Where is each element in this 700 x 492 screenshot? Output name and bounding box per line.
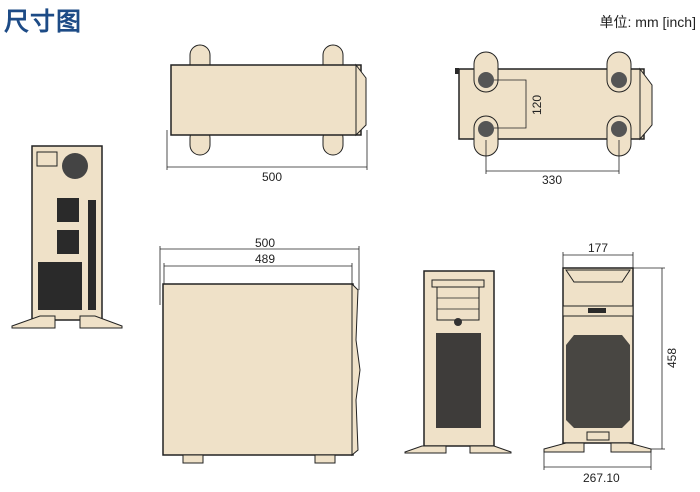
top-length-label: 500 xyxy=(262,170,282,184)
bottom-depth-label: 120 xyxy=(530,95,544,115)
rear-view xyxy=(11,145,123,329)
unit-label: 单位: mm [inch] xyxy=(599,14,696,30)
bottom-view: 120 330 xyxy=(455,51,653,187)
front-bezel-view: 177 458 267.10 xyxy=(543,241,679,485)
front-height-label: 458 xyxy=(665,348,679,368)
bottom-foot-span-label: 330 xyxy=(542,173,562,187)
side-length-inner-label: 489 xyxy=(255,252,275,266)
front-width-label: 177 xyxy=(588,241,608,255)
side-length-outer-label: 500 xyxy=(255,236,275,250)
top-view: 500 xyxy=(166,44,368,184)
page-title: 尺寸图 xyxy=(4,7,83,36)
side-view: 500 489 xyxy=(159,236,361,464)
foot-width-label: 267.10 xyxy=(583,471,620,485)
front-view xyxy=(404,270,512,454)
